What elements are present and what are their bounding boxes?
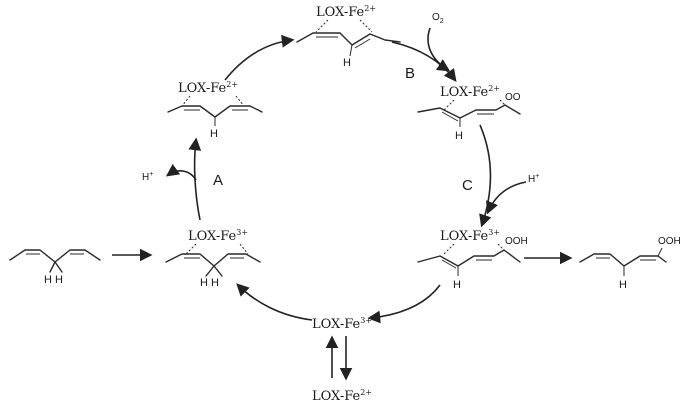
left-lower-complex-label: LOX-Fe3+ [188,228,248,244]
left-upper-complex-structure: H [167,95,263,140]
product-structure: H [579,247,667,291]
svg-text:H H: H H [200,277,219,289]
svg-text:H: H [619,279,627,291]
step-b: B [405,65,415,82]
svg-text:H: H [343,57,351,69]
svg-text:H: H [455,130,463,142]
svg-text:H: H [210,128,218,140]
substrate-left-structure: H H [9,249,101,286]
right-upper-complex-label: LOX-Fe2+ [440,84,500,100]
o2-arrow [427,27,451,72]
right-upper-complex-structure: H [417,99,521,142]
peroxyl-oo-label: OO [505,92,521,103]
arrow-right-to-ooh [479,124,492,228]
step-a: A [213,172,223,189]
h-plus-left: H+ [142,171,153,183]
right-lower-complex-label: LOX-Fe3+ [440,228,500,244]
top-complex-structure: H [296,19,401,69]
arrow-left-up [188,137,202,221]
svg-text:H: H [453,279,461,291]
arrow-top-to-right [391,41,457,83]
h-plus-out-arrow [165,163,197,181]
step-c: C [462,177,473,194]
left-upper-complex-label: LOX-Fe2+ [178,80,238,96]
h-plus-in-arrow [486,181,527,215]
product-ooh-label: OOH [658,236,681,247]
o2-label: O2 [432,12,444,25]
hydroperoxy-ooh-label: OOH [505,236,528,247]
arrow-bottom-to-left [236,283,313,321]
bottom-fe2-label: LOX-Fe2+ [312,388,372,404]
arrow-left-to-top [224,34,295,81]
bottom-fe3-label: LOX-Fe3+ [312,316,372,332]
svg-text:H H: H H [44,274,63,286]
h-plus-right: H+ [528,173,539,185]
right-lower-complex-structure: H [417,243,521,291]
left-lower-complex-structure: H H [165,243,261,289]
arrow-ooh-to-bottom [367,284,441,324]
top-complex-label: LOX-Fe2+ [316,4,376,20]
